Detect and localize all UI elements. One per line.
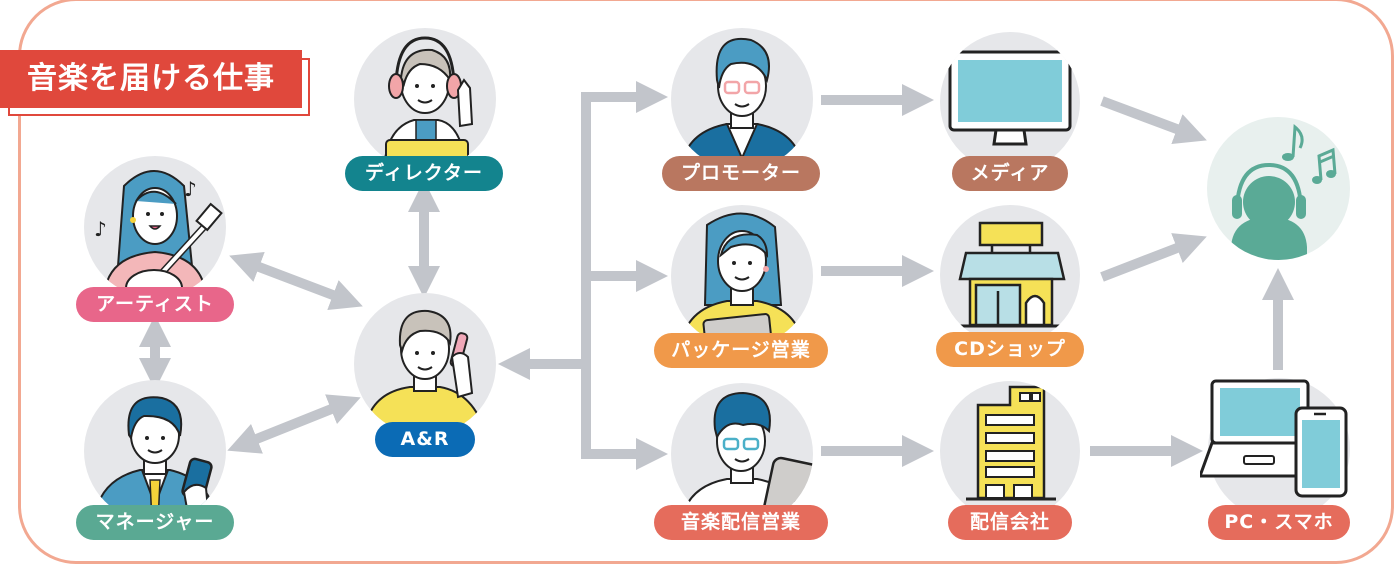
diagram-title: 音楽を届ける仕事 <box>0 50 302 108</box>
promoter-glasses-icon <box>679 37 805 170</box>
distributor-label: 配信会社 <box>948 505 1072 540</box>
artist-guitar-icon: ♪ ♪ <box>94 170 223 298</box>
tv-monitor-icon <box>948 50 1072 146</box>
package-sales-icon <box>679 212 805 347</box>
manager-phone-icon <box>92 396 218 522</box>
distributor-circle <box>940 381 1080 521</box>
package-sales-avatar <box>671 205 813 347</box>
music-notes-icon <box>1282 123 1337 184</box>
listener-headphones-icon <box>1231 162 1307 260</box>
pc-phone-label: PC・スマホ <box>1208 505 1350 540</box>
ar-phone-icon <box>362 309 488 435</box>
manager-avatar <box>84 380 226 522</box>
arrow-manager-ar <box>227 394 361 454</box>
manager-label: マネージャー <box>76 505 234 540</box>
artist-avatar: ♪ ♪ <box>84 156 226 298</box>
cd-shop-label: CDショップ <box>936 332 1084 367</box>
director-label: ディレクター <box>345 156 503 191</box>
media-circle <box>940 32 1080 172</box>
store-icon <box>954 221 1066 328</box>
ar-avatar <box>354 293 496 435</box>
promoter-avatar <box>671 28 813 170</box>
arrow-artist-ar <box>229 252 363 310</box>
digital-sales-icon <box>679 391 813 525</box>
package-sales-label: パッケージ営業 <box>654 333 828 368</box>
cd-shop-circle <box>940 205 1080 345</box>
arrow-cdshop-listener <box>1100 233 1207 282</box>
svg-text:♪: ♪ <box>184 177 197 201</box>
artist-label: アーティスト <box>76 287 234 322</box>
laptop-smartphone-icon <box>1200 379 1348 498</box>
office-building-icon <box>966 385 1056 501</box>
promoter-label: プロモーター <box>662 156 820 191</box>
media-label: メディア <box>952 156 1068 191</box>
arrow-media-listener <box>1100 96 1207 145</box>
listener-circle <box>1207 117 1350 260</box>
digital-sales-avatar <box>671 383 813 525</box>
diagram-frame <box>18 0 1394 564</box>
digital-sales-label: 音楽配信営業 <box>654 505 828 540</box>
svg-text:♪: ♪ <box>94 217 107 241</box>
director-avatar <box>354 28 496 170</box>
ar-label: A&R <box>375 422 475 457</box>
director-headphones-icon <box>382 36 474 170</box>
